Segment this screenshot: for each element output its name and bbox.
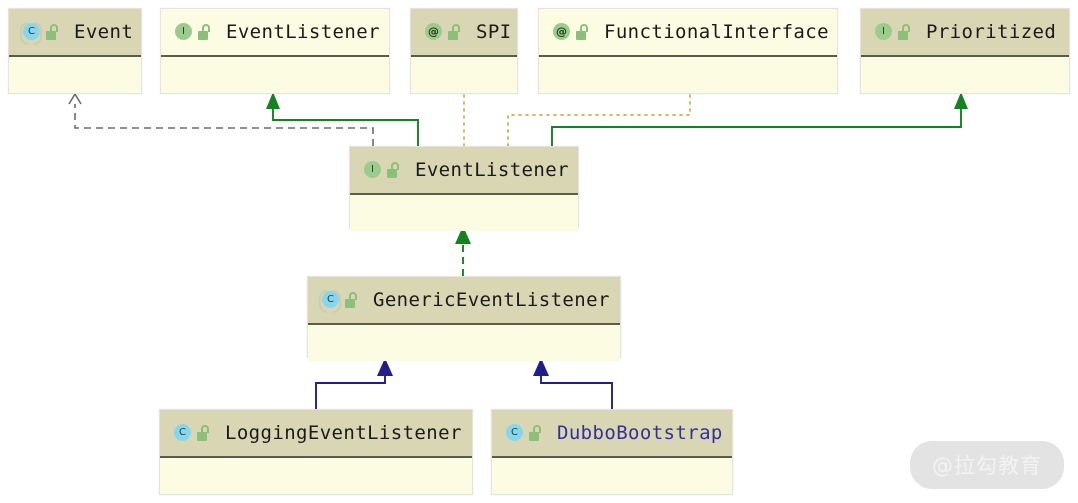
unlocked-padlock-icon bbox=[897, 23, 912, 41]
class-node-generic-event-listener[interactable]: C GenericEventListener bbox=[307, 276, 621, 361]
edge-inheritance-logging bbox=[315, 358, 393, 409]
node-members bbox=[308, 325, 620, 361]
node-icon-group: I bbox=[872, 21, 912, 43]
class-node-prioritized[interactable]: I Prioritized bbox=[860, 8, 1070, 94]
node-members bbox=[411, 57, 517, 93]
node-members bbox=[861, 57, 1069, 93]
unlocked-padlock-icon bbox=[447, 23, 462, 41]
class-node-logging-event-listener[interactable]: C LoggingEventListener bbox=[159, 409, 473, 495]
node-header: C DubboBootstrap bbox=[492, 410, 732, 458]
class-node-event[interactable]: C Event bbox=[8, 8, 142, 94]
edge-dependency-event bbox=[68, 92, 374, 146]
node-header: @ FunctionalInterface bbox=[539, 9, 837, 57]
node-title: GenericEventListener bbox=[373, 289, 610, 311]
node-header: I Prioritized bbox=[861, 9, 1069, 57]
edge-annotation-functional-interface bbox=[507, 93, 691, 147]
class-icon: C bbox=[20, 21, 42, 45]
class-node-dubbo-bootstrap[interactable]: C DubboBootstrap bbox=[491, 409, 733, 495]
node-title: SPI bbox=[476, 21, 512, 43]
node-icon-group: @ bbox=[422, 21, 462, 43]
class-node-event-listener-top[interactable]: I EventListener bbox=[160, 8, 390, 94]
node-header: @ SPI bbox=[411, 9, 517, 57]
node-icon-group: C bbox=[503, 422, 543, 444]
node-title: EventListener bbox=[415, 159, 569, 181]
node-icon-group: I bbox=[172, 21, 212, 43]
class-node-functional-interface[interactable]: @ FunctionalInterface bbox=[538, 8, 838, 94]
interface-icon: I bbox=[361, 159, 383, 181]
class-node-spi[interactable]: @ SPI bbox=[410, 8, 518, 94]
annotation-icon: @ bbox=[550, 21, 572, 43]
class-icon: C bbox=[171, 422, 193, 444]
watermark: @拉勾教育 bbox=[910, 441, 1064, 489]
node-icon-group: @ bbox=[550, 21, 590, 43]
annotation-icon: @ bbox=[422, 21, 444, 43]
edge-generalization-prioritized bbox=[551, 92, 968, 146]
node-members bbox=[160, 458, 472, 494]
class-icon: C bbox=[503, 422, 525, 444]
edge-generalization-eventlistener-top bbox=[266, 92, 419, 146]
node-icon-group: C bbox=[20, 21, 60, 45]
node-title: DubboBootstrap bbox=[557, 422, 723, 444]
node-title: Event bbox=[74, 21, 134, 43]
node-title: EventListener bbox=[226, 21, 380, 43]
node-members bbox=[161, 57, 389, 93]
node-header: I EventListener bbox=[161, 9, 389, 57]
unlocked-padlock-icon bbox=[45, 23, 60, 41]
unlocked-padlock-icon bbox=[344, 291, 359, 309]
node-members bbox=[9, 57, 141, 93]
node-title: FunctionalInterface bbox=[604, 21, 829, 43]
node-title: Prioritized bbox=[926, 21, 1057, 43]
node-header: C LoggingEventListener bbox=[160, 410, 472, 458]
unlocked-padlock-icon bbox=[386, 161, 401, 179]
node-header: C GenericEventListener bbox=[308, 277, 620, 325]
node-icon-group: C bbox=[319, 289, 359, 313]
node-icon-group: C bbox=[171, 422, 211, 444]
node-icon-group: I bbox=[361, 159, 401, 181]
node-members bbox=[350, 195, 578, 231]
unlocked-padlock-icon bbox=[575, 23, 590, 41]
class-icon: C bbox=[319, 289, 341, 313]
class-node-event-listener-mid[interactable]: I EventListener bbox=[349, 146, 579, 231]
node-header: C Event bbox=[9, 9, 141, 57]
interface-icon: I bbox=[172, 21, 194, 43]
interface-icon: I bbox=[872, 21, 894, 43]
unlocked-padlock-icon bbox=[528, 424, 543, 442]
node-members bbox=[539, 57, 837, 93]
unlocked-padlock-icon bbox=[196, 424, 211, 442]
node-header: I EventListener bbox=[350, 147, 578, 195]
edge-inheritance-dubbo bbox=[533, 358, 613, 409]
edge-realization-generic-eventlistener bbox=[455, 226, 471, 276]
node-title: LoggingEventListener bbox=[225, 422, 462, 444]
unlocked-padlock-icon bbox=[197, 23, 212, 41]
node-members bbox=[492, 458, 732, 494]
